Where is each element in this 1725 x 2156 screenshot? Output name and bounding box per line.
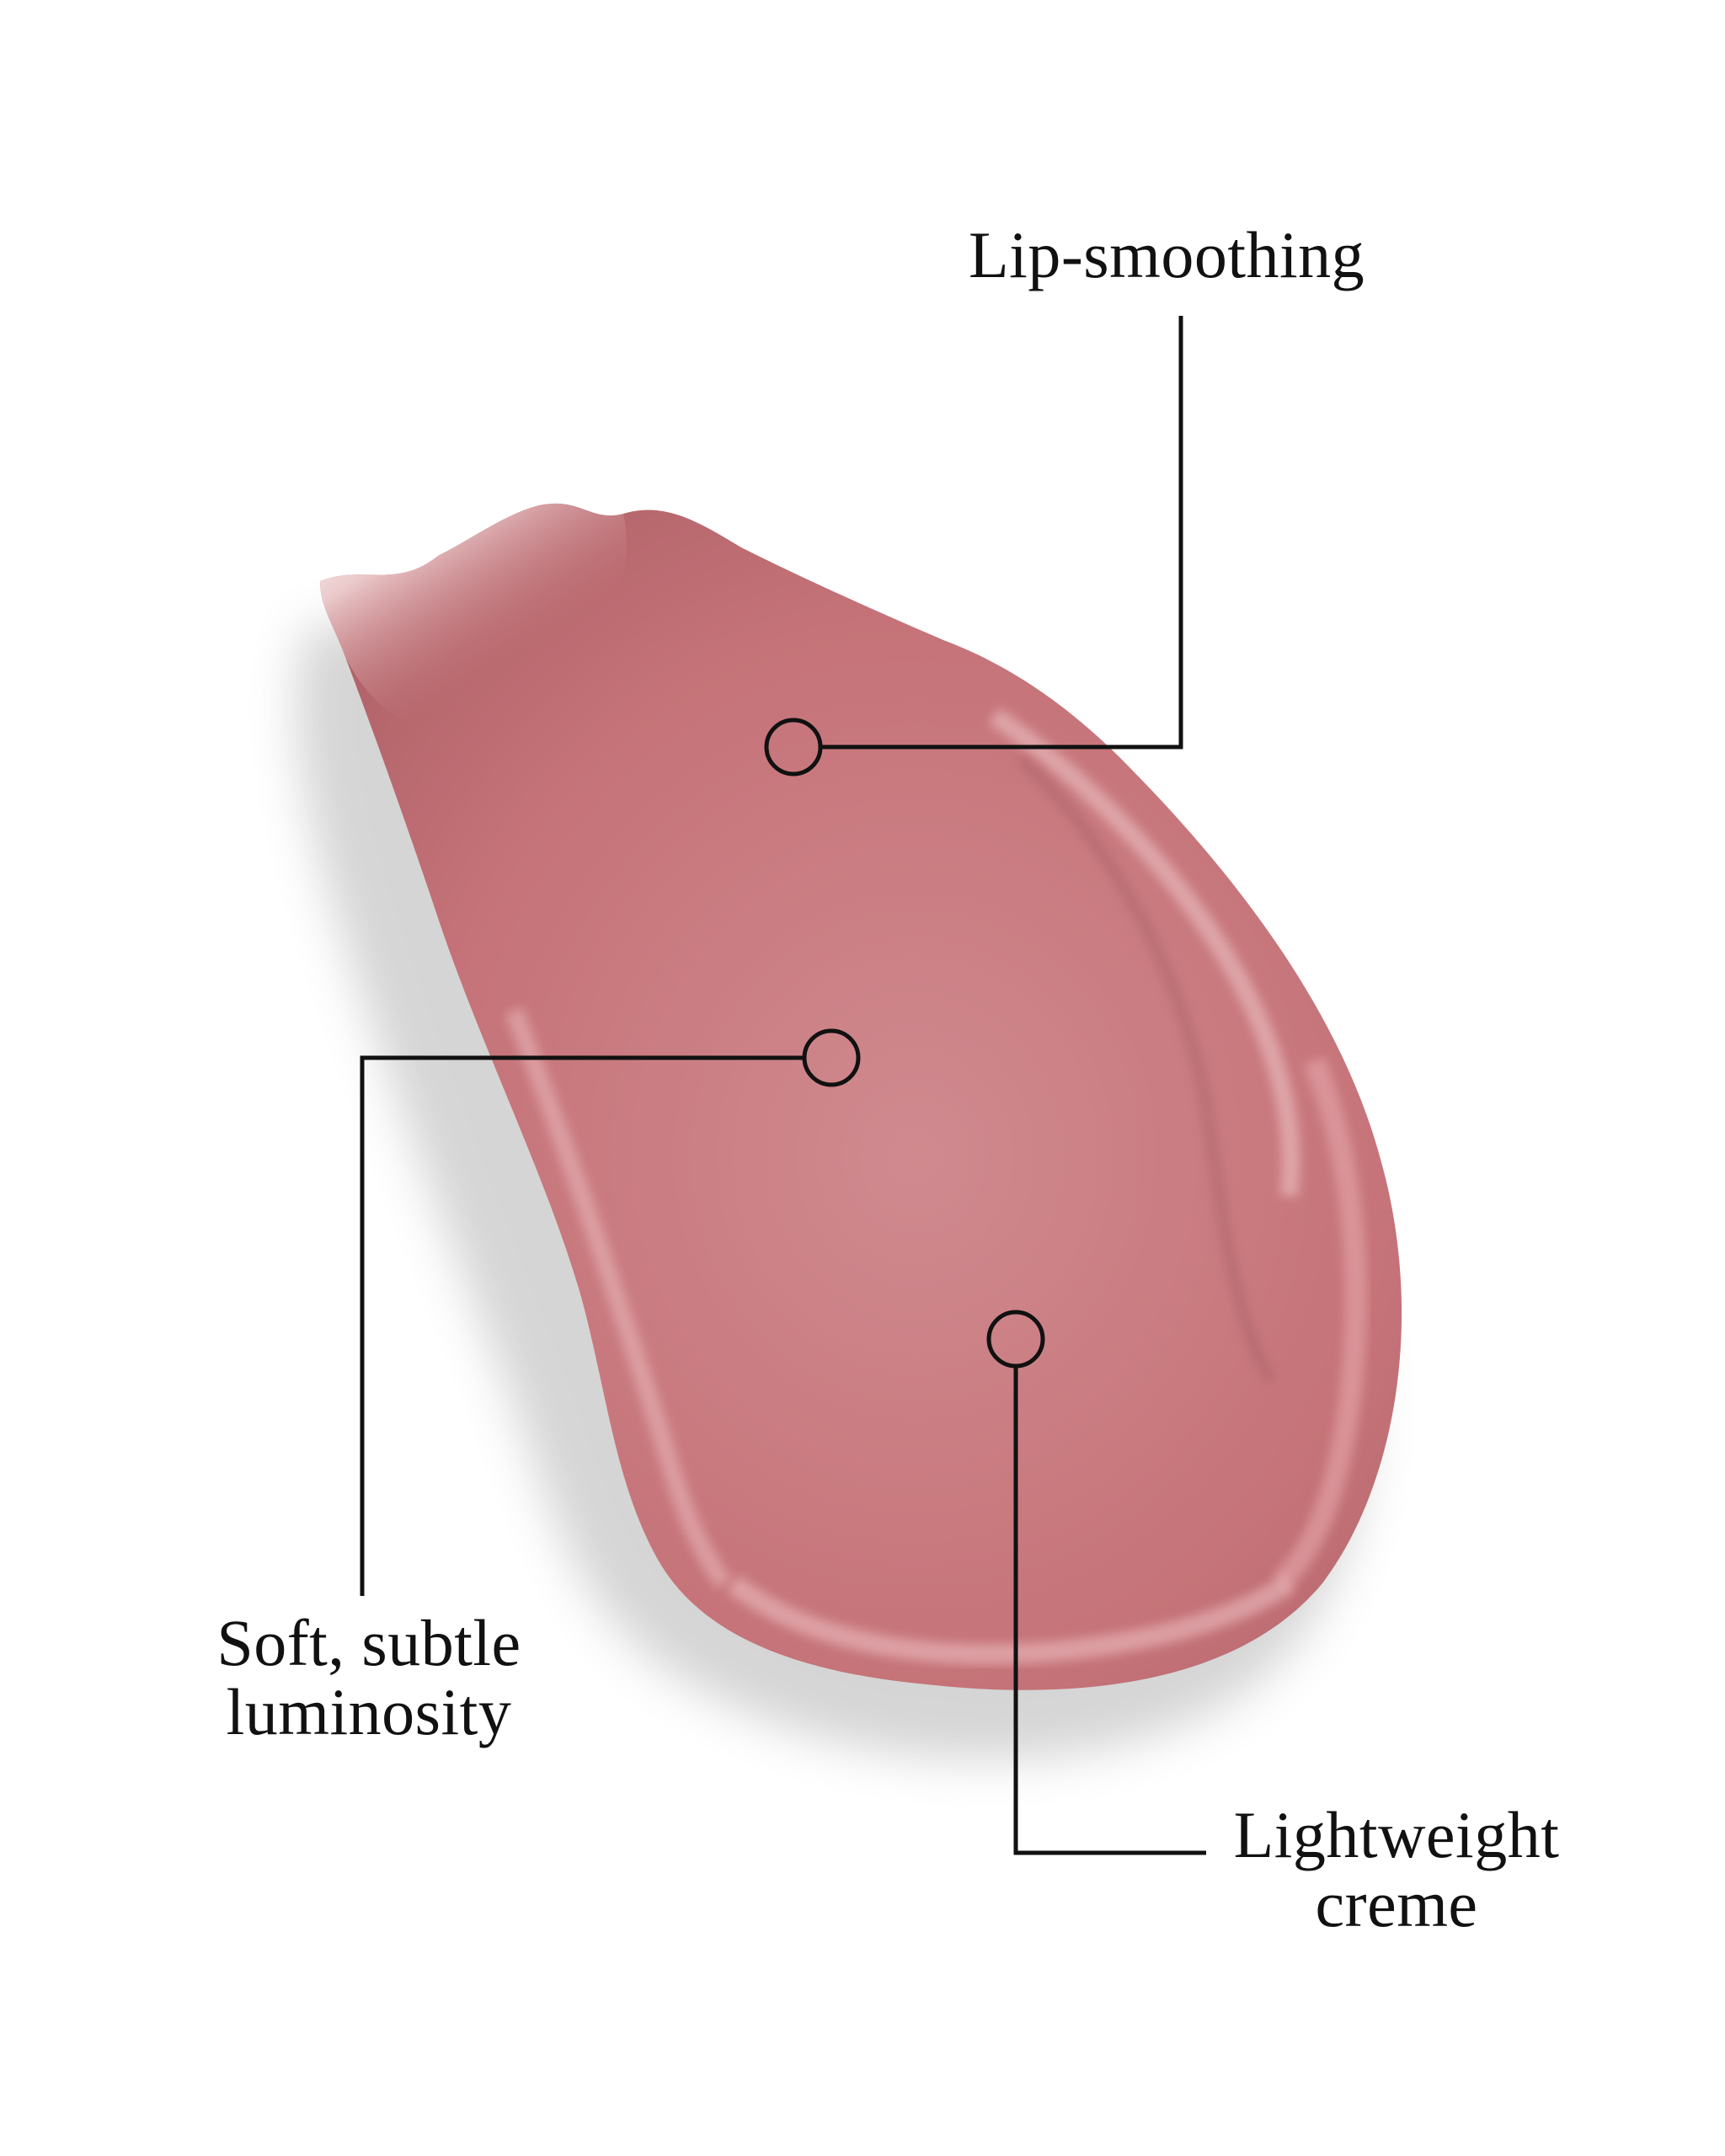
gloss-highlight-ridge [1272,1057,1367,1592]
leader-line-top [820,316,1183,750]
inner-fold-shadow [1015,753,1277,1385]
callout-marker-left [802,1028,861,1087]
gloss-highlight-bottom [726,1574,1295,1665]
swatch-fade [320,503,627,734]
callout-label-lightweight-creme: Lightweight creme [1220,1801,1573,1939]
callout-label-lip-smoothing: Lip-smoothing [969,221,1365,290]
callout-label-luminosity: Soft, subtle luminosity [209,1609,529,1747]
leader-lines [360,316,1206,1855]
callout-text-line: luminosity [226,1675,512,1748]
callout-text-line: Soft, subtle [216,1606,521,1679]
callout-text-line: Lightweight [1233,1798,1560,1871]
gloss-highlight-left [505,1007,732,1589]
callout-text-line: creme [1315,1867,1478,1940]
callout-marker-right [986,1310,1045,1369]
leader-line-left [360,1055,804,1596]
callout-text-line: Lip-smoothing [969,218,1365,291]
gloss-highlight-right [988,707,1300,1198]
callout-marker-top [764,718,823,776]
lipstick-swatch [320,503,1402,1690]
leader-line-right [1013,1366,1206,1855]
